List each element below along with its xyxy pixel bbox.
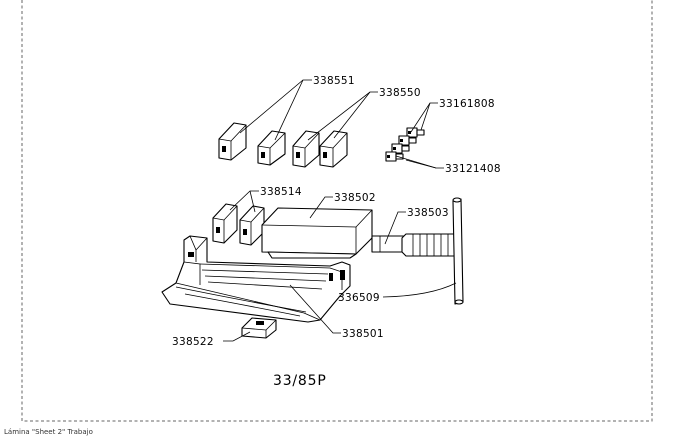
part-336509-handle [401, 197, 464, 305]
part-screws [385, 127, 425, 162]
sheet-border [21, 0, 653, 422]
callout-338502: 338502 [334, 192, 376, 204]
part-338550-jaws [292, 130, 348, 168]
callout-338522: 338522 [172, 336, 214, 348]
callout-338550: 338550 [379, 87, 421, 99]
callout-338551: 338551 [313, 75, 355, 87]
callout-336509: 336509 [338, 292, 380, 304]
model-designation: 33/85P [273, 373, 327, 389]
part-338514-jaws [212, 203, 265, 246]
part-338502-movable-jaw [261, 207, 373, 259]
callout-338501: 338501 [342, 328, 384, 340]
callout-338503: 338503 [407, 207, 449, 219]
part-338501-vise-base [161, 235, 351, 323]
callout-33161808: 33161808 [439, 98, 495, 110]
part-338551-jaws [218, 122, 286, 166]
sheet-tab-label[interactable]: Lámina "Sheet 2" Trabajo [4, 428, 93, 436]
leader-lines [223, 79, 457, 342]
part-338503-lead-screw [371, 235, 407, 253]
callout-33121408: 33121408 [445, 163, 501, 175]
callout-338514: 338514 [260, 186, 302, 198]
part-338522-key [241, 317, 277, 339]
